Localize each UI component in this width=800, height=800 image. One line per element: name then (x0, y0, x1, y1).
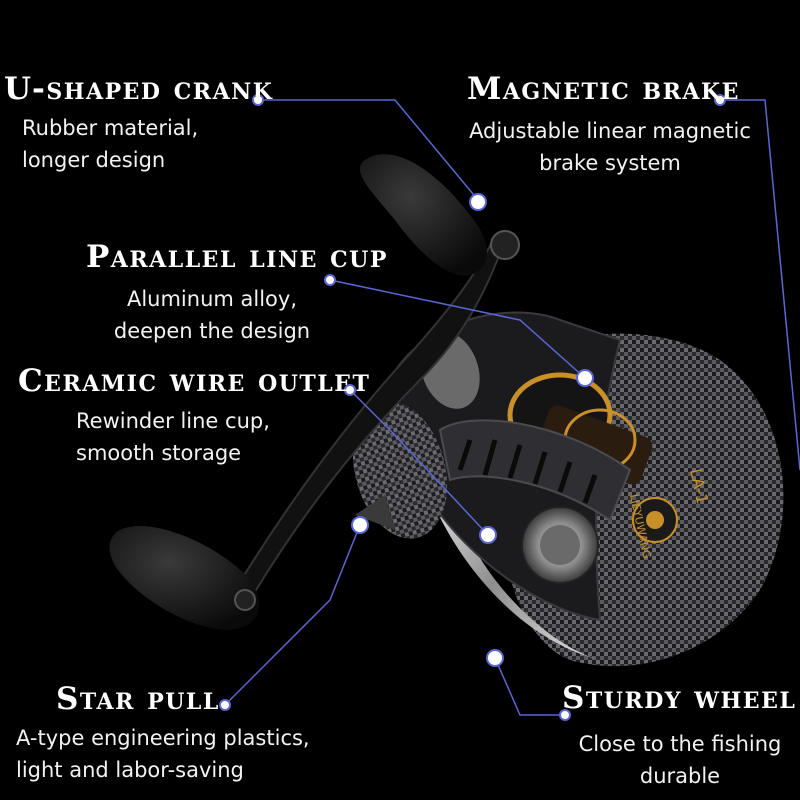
feature-desc-sturdy-wheel: Close to the fishing durable (578, 732, 782, 788)
feature-title-star-pull: Star pull (56, 681, 220, 717)
feature-desc-parallel-line-cup: Aluminum alloy, deepen the design (113, 287, 311, 343)
leader-line-wire-outlet (349, 389, 489, 536)
leader-line-magnetic-brake (720, 99, 800, 471)
crank-knob-bottom (109, 526, 260, 630)
crank-knob-top (359, 154, 520, 276)
feature-title-magnetic-brake: Magnetic brake (467, 71, 740, 107)
feature-desc-u-shaped-crank: Rubber material, longer design (22, 116, 199, 172)
leader-line-crank (258, 99, 479, 201)
leader-lines (224, 99, 800, 716)
feature-title-sturdy-wheel: Sturdy wheel (562, 680, 797, 716)
brake-wheel (521, 506, 599, 584)
leader-line-star-pull (224, 524, 361, 706)
feature-desc-star-pull: A-type engineering plastics, light and l… (16, 726, 310, 782)
feature-title-parallel-line-cup: Parallel line cup (86, 239, 388, 275)
leader-dots (219, 94, 726, 721)
feature-desc-magnetic-brake: Adjustable linear magnetic brake system (469, 119, 751, 175)
level-wind-grill (438, 419, 632, 522)
feature-desc-ceramic-wire-outlet: Rewinder line cup, smooth storage (76, 409, 270, 465)
feature-title-ceramic-wire-outlet: Ceramic wire outlet (18, 363, 371, 399)
leader-line-wheel (494, 657, 565, 716)
leader-line-line-cup (329, 279, 586, 379)
brand-logo: LA-1 LIEYUWANG (627, 467, 712, 560)
feature-title-u-shaped-crank: U-shaped crank (4, 71, 274, 107)
